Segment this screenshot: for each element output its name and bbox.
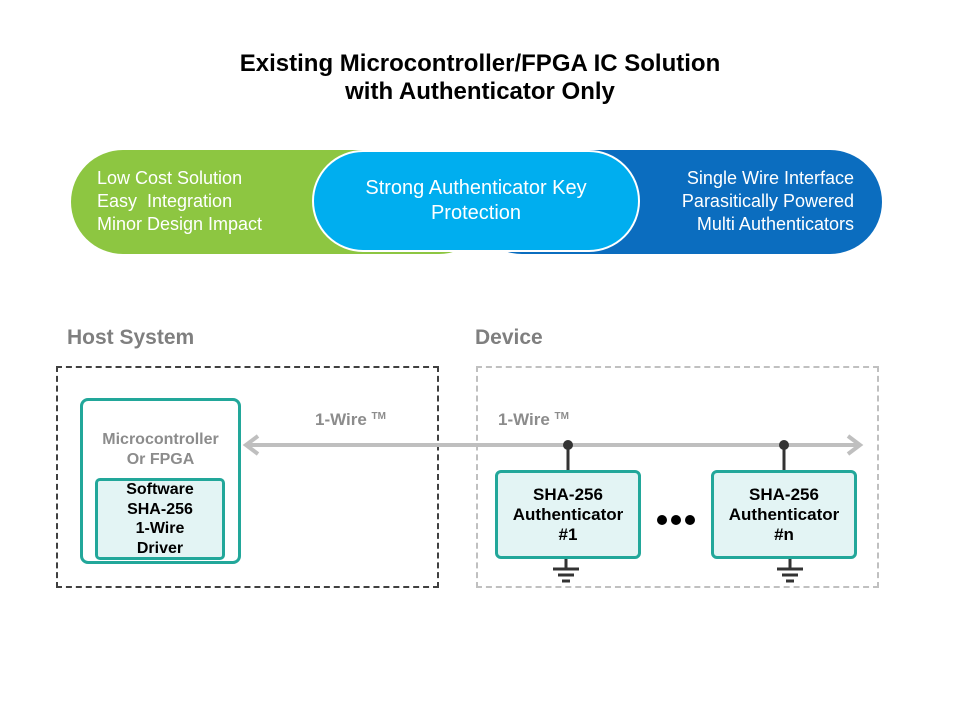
ground-icon	[777, 559, 803, 583]
trademark-mark: TM	[554, 411, 569, 422]
authn-line-1: SHA-256	[749, 484, 819, 504]
right-line-2: Parasitically Powered	[681, 191, 854, 211]
benefit-pill-center: Strong Authenticator Key Protection	[312, 150, 640, 252]
diagram-title: Existing Microcontroller/FPGA IC Solutio…	[0, 50, 960, 106]
tap-1	[563, 440, 573, 470]
bus-arrow-right-icon	[846, 434, 864, 456]
ground-icon	[553, 559, 579, 583]
mcu-line-1: Microcontroller	[102, 431, 219, 448]
sw-line-1: Software	[126, 481, 194, 498]
host-wire-text: 1-Wire	[315, 410, 367, 429]
benefit-left-text: Low Cost Solution Easy Integration Minor…	[97, 167, 262, 236]
right-line-3: Multi Authenticators	[696, 214, 854, 234]
software-driver-block: Software SHA-256 1-Wire Driver	[95, 478, 225, 560]
authn-line-3: #n	[774, 524, 794, 544]
ellipsis-dots-icon	[657, 515, 695, 525]
auth1-line-1: SHA-256	[533, 484, 603, 504]
host-system-boundary	[56, 366, 439, 588]
authenticator-block-1: SHA-256 Authenticator #1	[495, 470, 641, 559]
auth1-line-2: Authenticator	[512, 504, 624, 524]
sw-line-3: 1-Wire	[135, 520, 185, 537]
left-line-1: Low Cost Solution	[97, 168, 243, 188]
bus-arrow-left-icon	[242, 434, 260, 456]
center-line-1: Strong Authenticator Key	[365, 177, 587, 199]
host-wire-label: 1-Wire TM	[315, 410, 386, 430]
benefit-right-text: Single Wire Interface Parasitically Powe…	[682, 167, 854, 236]
center-line-2: Protection	[430, 202, 522, 224]
device-boundary	[476, 366, 879, 588]
one-wire-bus	[242, 434, 864, 456]
sw-line-2: SHA-256	[127, 500, 193, 518]
mcu-line-2: Or FPGA	[126, 451, 195, 468]
host-system-label: Host System	[67, 326, 195, 349]
authenticator-block-n: SHA-256 Authenticator #n	[711, 470, 857, 559]
microcontroller-label: Microcontroller Or FPGA	[80, 430, 241, 470]
tap-n	[779, 440, 789, 470]
left-line-3: Minor Design Impact	[97, 214, 263, 234]
title-line-1: Existing Microcontroller/FPGA IC Solutio…	[239, 50, 721, 77]
left-line-2: Easy Integration	[97, 191, 233, 211]
device-label: Device	[475, 326, 543, 349]
device-wire-label: 1-Wire TM	[498, 410, 569, 430]
authn-line-2: Authenticator	[728, 504, 840, 524]
auth1-line-3: #1	[558, 524, 578, 544]
sw-line-4: Driver	[136, 539, 184, 557]
right-line-1: Single Wire Interface	[686, 168, 854, 188]
device-wire-text: 1-Wire	[498, 410, 550, 429]
trademark-mark: TM	[371, 411, 386, 422]
title-line-2: with Authenticator Only	[345, 78, 615, 105]
